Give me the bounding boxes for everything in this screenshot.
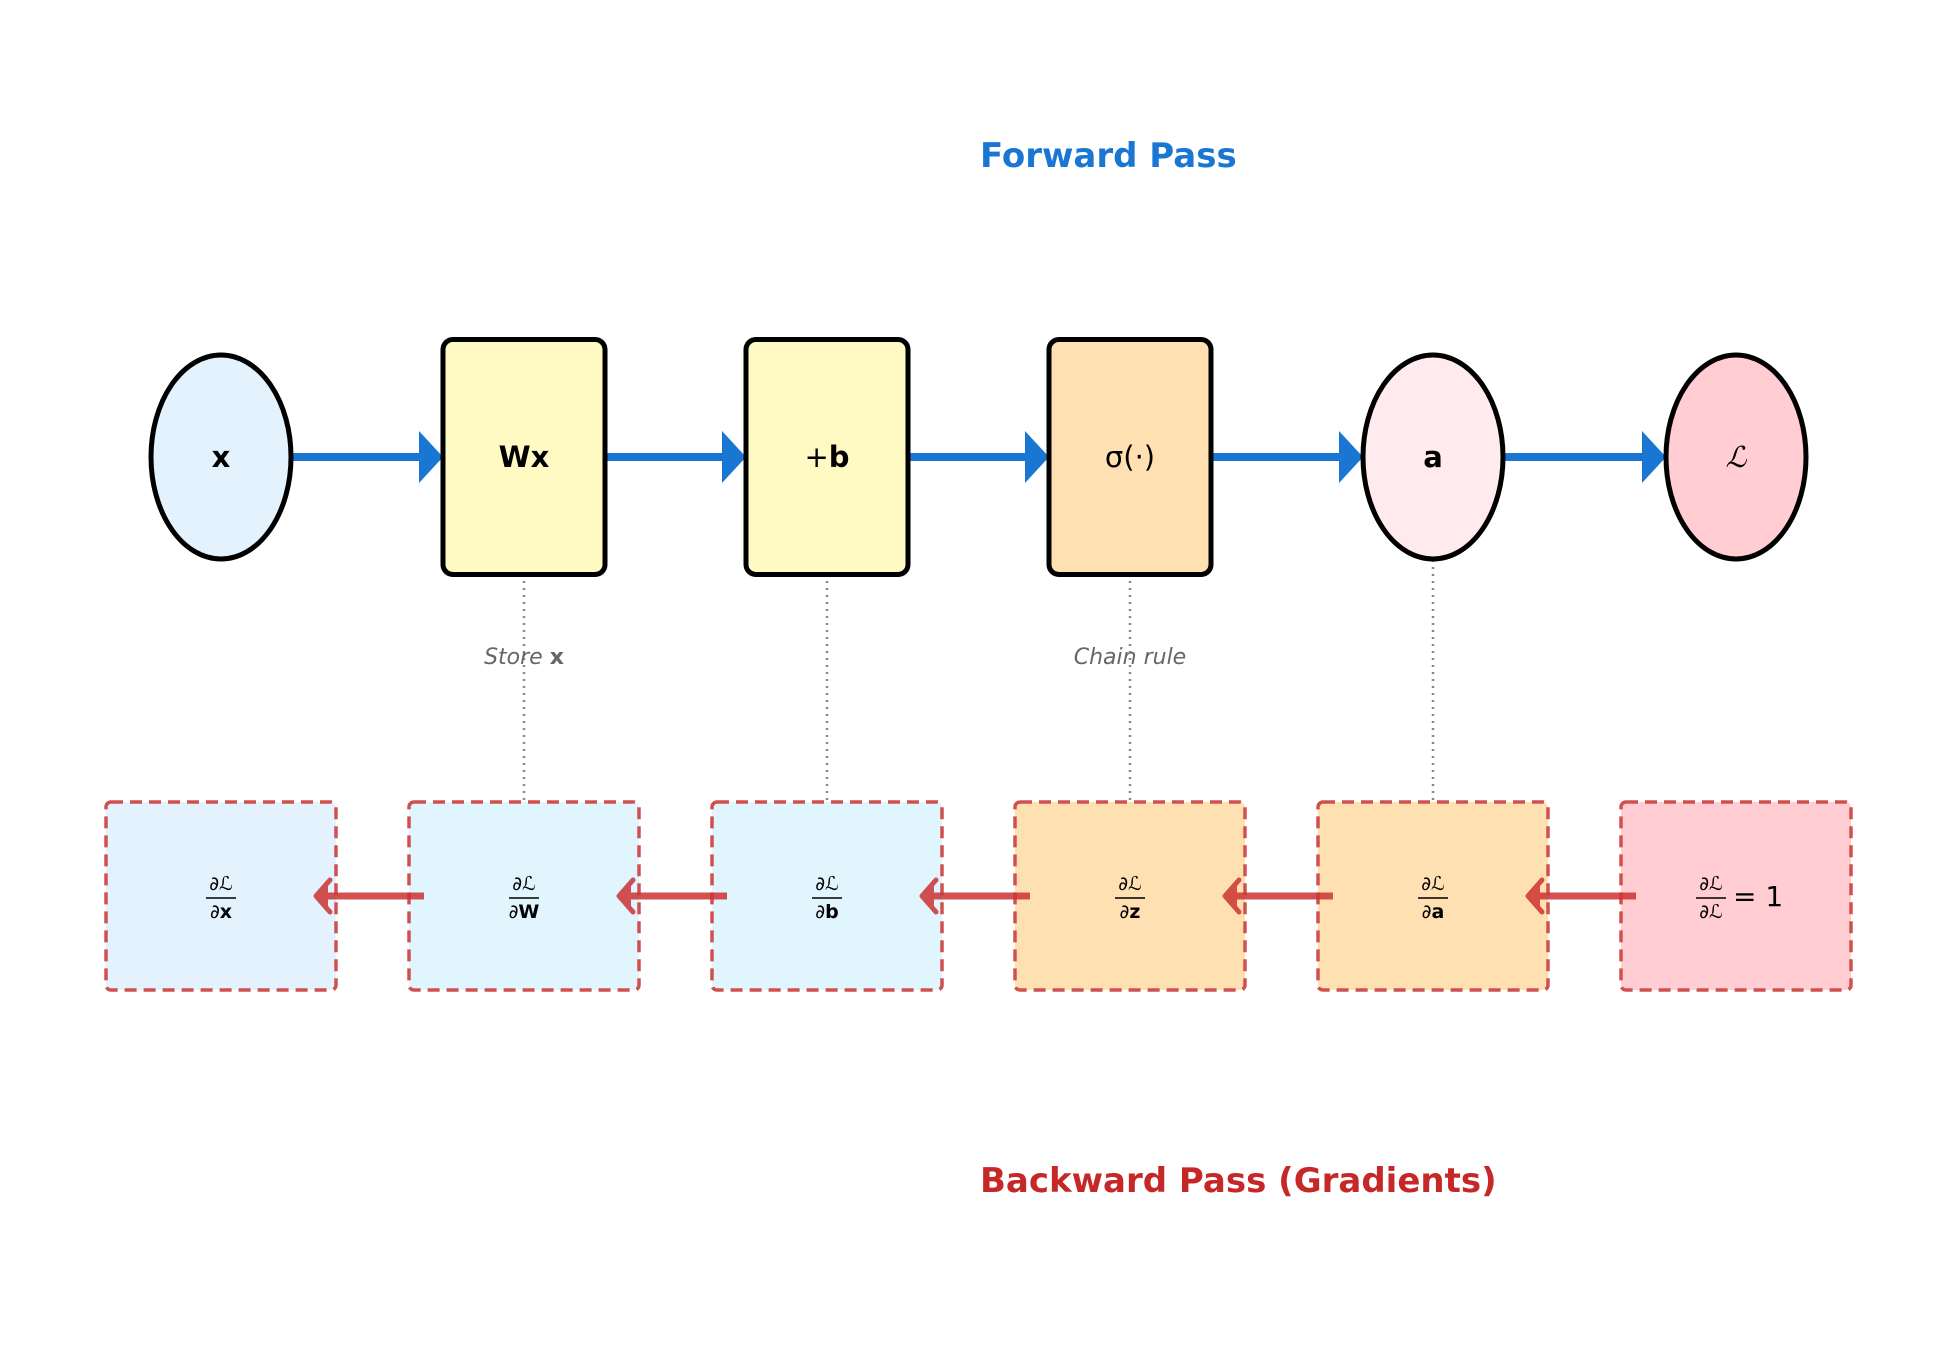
gradient-node-dx: ∂ℒ ∂x bbox=[104, 800, 338, 992]
node-label: σ(·) bbox=[1105, 440, 1155, 474]
forward-arrow bbox=[291, 431, 443, 483]
node-label: ℒ bbox=[1726, 440, 1748, 474]
gradient-denominator: ∂z bbox=[1120, 901, 1141, 923]
gradient-box bbox=[407, 800, 641, 992]
backward-arrows bbox=[313, 877, 1636, 915]
node-rect bbox=[440, 337, 608, 577]
forward-node-wx: Wx bbox=[440, 337, 608, 577]
arrow-head bbox=[313, 877, 333, 915]
forward-arrow bbox=[594, 431, 746, 483]
backward-arrow bbox=[616, 877, 727, 915]
node-rect bbox=[743, 337, 911, 577]
arrow-head bbox=[919, 877, 939, 915]
arrow-head-fill bbox=[621, 886, 631, 906]
gradient-numerator: ∂ℒ bbox=[1699, 873, 1723, 895]
gradient-numerator: ∂ℒ bbox=[815, 873, 839, 895]
gradient-node-dw: ∂ℒ ∂W bbox=[407, 800, 641, 992]
gradient-denominator: ∂W bbox=[509, 901, 540, 923]
forward-arrow bbox=[1503, 431, 1666, 483]
backward-pass-title: Backward Pass (Gradients) bbox=[980, 1161, 1497, 1201]
backward-arrow bbox=[919, 877, 1030, 915]
forward-node-a: a bbox=[1360, 352, 1506, 562]
gradient-denominator: ∂ℒ bbox=[1699, 901, 1723, 923]
node-label: Wx bbox=[499, 440, 550, 474]
forward-node-x: x bbox=[148, 352, 294, 562]
arrow-head bbox=[1222, 877, 1242, 915]
backward-arrow bbox=[1222, 877, 1333, 915]
gradient-node-dl: ∂ℒ ∂ℒ = 1 bbox=[1619, 800, 1853, 992]
backward-arrow bbox=[313, 877, 424, 915]
node-label: a bbox=[1423, 440, 1443, 474]
backward-arrow bbox=[1525, 877, 1636, 915]
gradient-numerator: ∂ℒ bbox=[512, 873, 536, 895]
forward-arrows bbox=[291, 431, 1666, 483]
gradient-box bbox=[104, 800, 338, 992]
arrow-head bbox=[616, 877, 636, 915]
annotations: Store x Chain rule bbox=[484, 645, 1186, 670]
node-rect bbox=[1046, 337, 1214, 577]
gradient-box bbox=[1316, 800, 1550, 992]
gradient-box bbox=[1013, 800, 1247, 992]
gradient-box bbox=[710, 800, 944, 992]
arrow-head-fill bbox=[924, 886, 934, 906]
gradient-numerator: ∂ℒ bbox=[209, 873, 233, 895]
node-label: x bbox=[212, 440, 231, 474]
node-ellipse bbox=[148, 352, 294, 562]
forward-node-loss: ℒ bbox=[1663, 352, 1809, 562]
gradient-node-da: ∂ℒ ∂a bbox=[1316, 800, 1550, 992]
arrow-head-fill bbox=[1227, 886, 1237, 906]
gradient-nodes: ∂ℒ ∂x ∂ℒ ∂W ∂ℒ ∂b ∂ℒ ∂z ∂ℒ ∂a ∂ℒ ∂ℒ = 1 bbox=[104, 800, 1853, 992]
arrow-head bbox=[1339, 431, 1363, 483]
forward-arrow bbox=[897, 431, 1049, 483]
gradient-denominator: ∂b bbox=[815, 901, 838, 923]
arrow-head bbox=[1642, 431, 1666, 483]
node-label: +b bbox=[804, 440, 849, 474]
forward-node-plus-b: +b bbox=[743, 337, 911, 577]
annotation-label: Chain rule bbox=[1074, 645, 1186, 670]
gradient-node-dz: ∂ℒ ∂z bbox=[1013, 800, 1247, 992]
connectors bbox=[522, 560, 1435, 821]
arrow-head bbox=[1525, 877, 1545, 915]
node-ellipse bbox=[1360, 352, 1506, 562]
node-ellipse bbox=[1663, 352, 1809, 562]
gradient-numerator: ∂ℒ bbox=[1118, 873, 1142, 895]
gradient-numerator: ∂ℒ bbox=[1421, 873, 1445, 895]
forward-arrow bbox=[1200, 431, 1363, 483]
annotation-label: Store x bbox=[484, 645, 564, 670]
gradient-denominator: ∂x bbox=[210, 901, 232, 923]
forward-pass-title: Forward Pass bbox=[980, 136, 1237, 176]
arrow-head bbox=[419, 431, 443, 483]
arrow-head bbox=[1025, 431, 1049, 483]
arrow-head bbox=[722, 431, 746, 483]
arrow-head-fill bbox=[1530, 886, 1540, 906]
forward-nodes: x Wx +b σ(·) a ℒ bbox=[148, 337, 1809, 577]
gradient-denominator: ∂a bbox=[1422, 901, 1445, 923]
arrow-head-fill bbox=[318, 886, 328, 906]
gradient-node-db: ∂ℒ ∂b bbox=[710, 800, 944, 992]
gradient-equals-one: = 1 bbox=[1733, 880, 1783, 913]
forward-node-sigma: σ(·) bbox=[1046, 337, 1214, 577]
